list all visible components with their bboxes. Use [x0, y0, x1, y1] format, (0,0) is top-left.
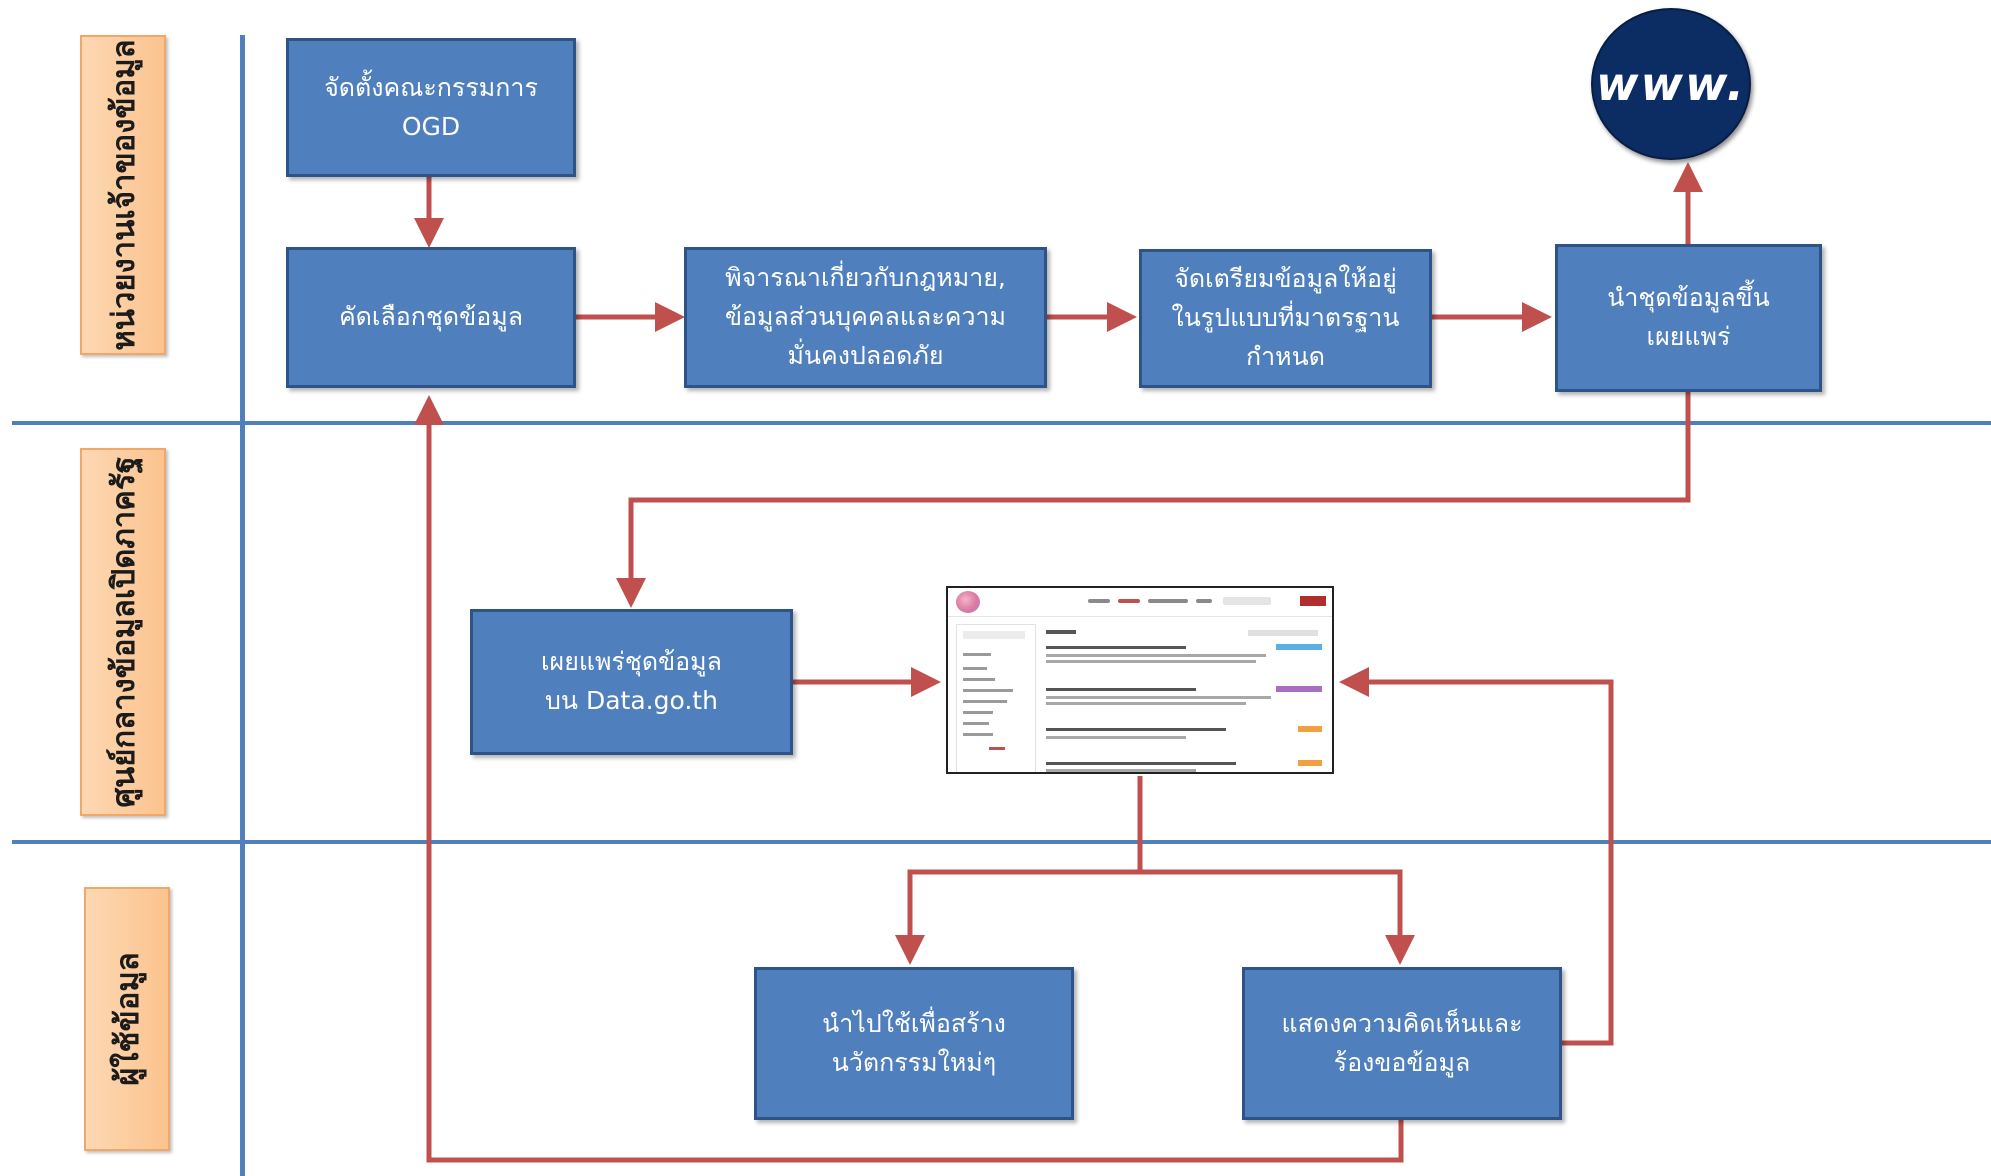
portal-sidebar-item: [963, 700, 1007, 703]
data-portal-screenshot: [946, 586, 1334, 774]
portal-sidebar-item: [963, 653, 991, 656]
portal-login-button: [1300, 596, 1326, 606]
box-prepare-data: จัดเตรียมข้อมูลให้อยู่ ในรูปแบบที่มาตรฐา…: [1139, 249, 1432, 388]
lane-label-data-owner: หน่วยงานเจ้าของข้อมูล: [80, 35, 166, 355]
box-prepare-data-text: จัดเตรียมข้อมูลให้อยู่ ในรูปแบบที่มาตรฐา…: [1171, 264, 1400, 371]
portal-dataset-desc: [1046, 702, 1246, 705]
box-legal-review: พิจารณาเกี่ยวกับกฎหมาย, ข้อมูลส่วนบุคคลแ…: [684, 247, 1047, 388]
box-establish-committee-text: จัดตั้งคณะกรรมการ OGD: [324, 72, 538, 141]
portal-dataset-tag: [1276, 686, 1322, 692]
arrow-website-split-right: [1140, 869, 1415, 965]
www-label: www.: [1595, 57, 1747, 111]
portal-sidebar-item: [963, 678, 995, 681]
box-publish-on-portal: เผยแพร่ชุดข้อมูล บน Data.go.th: [470, 609, 793, 755]
lane-divider-1: [12, 421, 1991, 425]
box-publish-dataset: นำชุดข้อมูลขึ้น เผยแพร่: [1555, 244, 1822, 392]
portal-nav-item: [1118, 599, 1140, 603]
box-create-innovation: นำไปใช้เพื่อสร้าง นวัตกรรมใหม่ๆ: [754, 967, 1074, 1120]
box-publish-on-portal-text: เผยแพร่ชุดข้อมูล บน Data.go.th: [541, 647, 722, 715]
portal-dataset-title: [1046, 646, 1186, 649]
box-establish-committee: จัดตั้งคณะกรรมการ OGD: [286, 38, 576, 177]
box-feedback-request: แสดงความคิดเห็นและ ร้องขอข้อมูล: [1242, 967, 1562, 1120]
portal-dataset-title: [1046, 688, 1196, 691]
portal-dataset-title: [1046, 762, 1236, 765]
portal-sidebar-item: [963, 733, 993, 736]
arrow-feedback-to-website: [1339, 667, 1614, 1046]
portal-sidebar: [956, 624, 1036, 772]
portal-dataset-desc: [1046, 736, 1186, 739]
portal-dataset-tag: [1298, 726, 1322, 732]
box-create-innovation-text: นำไปใช้เพื่อสร้าง นวัตกรรมใหม่ๆ: [822, 1008, 1006, 1077]
box-legal-review-text: พิจารณาเกี่ยวกับกฎหมาย, ข้อมูลส่วนบุคคลแ…: [724, 263, 1007, 370]
portal-main-heading: [1046, 630, 1076, 634]
portal-nav-item: [1196, 599, 1212, 603]
portal-topbar: [948, 588, 1332, 617]
portal-dataset-desc: [1046, 696, 1271, 699]
box-select-dataset: คัดเลือกชุดข้อมูล: [286, 247, 576, 388]
portal-sidebar-item: [963, 689, 1013, 692]
arrow-publish-to-portal: [616, 391, 1691, 608]
box-publish-dataset-text: นำชุดข้อมูลขึ้น เผยแพร่: [1607, 283, 1770, 351]
portal-dataset-tag: [1298, 760, 1322, 766]
portal-search-box: [1223, 597, 1271, 605]
portal-sort-control: [1248, 630, 1318, 636]
portal-sidebar-item: [963, 667, 987, 670]
portal-nav-item: [1148, 599, 1188, 603]
portal-nav-item: [1088, 599, 1110, 603]
lane-divider-vertical: [240, 35, 245, 1176]
arrow-feedback-to-select: [414, 395, 1404, 1163]
box-feedback-request-text: แสดงความคิดเห็นและ ร้องขอข้อมูล: [1281, 1008, 1523, 1077]
portal-sidebar-more: [989, 747, 1005, 750]
box-select-dataset-text: คัดเลือกชุดข้อมูล: [338, 302, 524, 332]
portal-dataset-desc: [1046, 660, 1256, 663]
www-globe-icon: www.: [1591, 8, 1751, 160]
arrow-website-split-left: [895, 776, 1143, 965]
lane-divider-2: [12, 840, 1991, 844]
lane-label-data-user: ผู้ใช้ข้อมูล: [84, 887, 170, 1151]
portal-sidebar-item: [963, 722, 989, 725]
portal-logo: [956, 591, 980, 613]
lane-label-open-data-center: ศูนย์กลางข้อมูลเปิดภาครัฐ: [80, 448, 166, 816]
portal-dataset-desc: [1046, 769, 1196, 772]
portal-sidebar-search: [963, 631, 1025, 639]
portal-dataset-desc: [1046, 654, 1266, 657]
portal-dataset-title: [1046, 728, 1226, 731]
portal-sidebar-item: [963, 711, 993, 714]
portal-dataset-tag: [1276, 644, 1322, 650]
